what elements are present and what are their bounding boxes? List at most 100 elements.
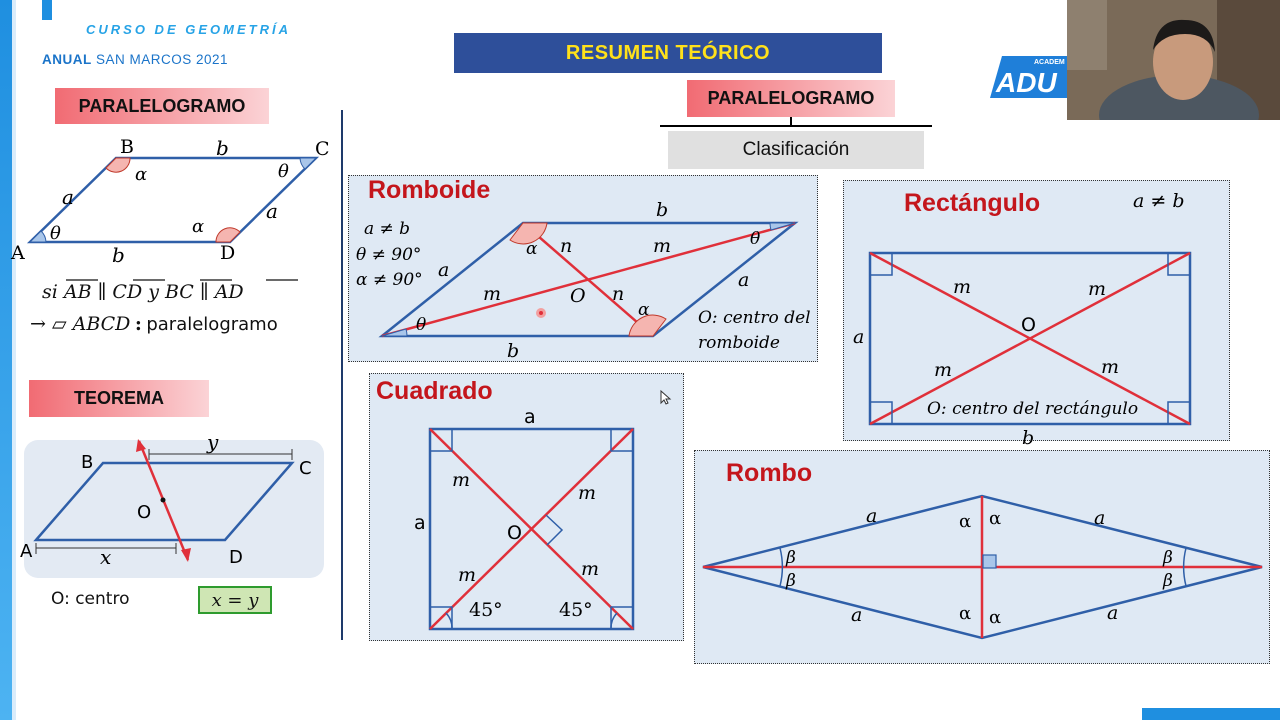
clasificacion-label: Clasificación — [668, 131, 924, 169]
tag-paralelogramo-tree: PARALELOGRAMO — [687, 80, 895, 117]
academy-logo: ACADEM ADU — [990, 56, 1080, 98]
tree-stem — [790, 117, 792, 127]
romboide-angle-a — [381, 328, 408, 337]
cuadrado-m-tr: m — [578, 482, 596, 504]
romboide-theta-c: θ — [750, 229, 760, 249]
cuadrado-right-bl — [430, 606, 453, 629]
teorema-vertex-d: D — [229, 547, 243, 568]
tag-teorema: TEOREMA — [29, 380, 209, 417]
tag-paralelogramo: PARALELOGRAMO — [55, 88, 269, 124]
teorema-center-o: O — [137, 502, 151, 523]
vertex-c: C — [315, 138, 330, 160]
page-title: RESUMEN TEÓRICO — [454, 33, 882, 73]
rectangulo-a: a — [853, 326, 864, 348]
rectangulo-diagram: a ≠ b a b m m m m O O: centro del rectán… — [853, 190, 1192, 449]
cuadrado-right-br — [610, 606, 633, 629]
center-point — [160, 497, 166, 503]
teorema-y: y — [206, 430, 219, 454]
rombo-angle-left — [779, 547, 784, 587]
cuadrado-center-right-angle — [545, 514, 564, 546]
romboide-title: Romboide — [368, 176, 491, 204]
rombo-alpha-br: α — [989, 607, 1001, 628]
cuadrado-title: Cuadrado — [376, 377, 493, 405]
rectangulo-m-br: m — [1101, 356, 1119, 378]
mouse-cursor-icon — [660, 389, 672, 405]
conclusion-arrow: → ▱ ABCD — [30, 313, 131, 335]
rectangulo-title: Rectángulo — [904, 189, 1041, 217]
rectangulo-b: b — [1022, 427, 1034, 449]
romboide-angle-b — [509, 222, 548, 245]
rombo-a-br: a — [1107, 602, 1118, 624]
rombo-diagram: a a a a α α α α β β β β — [702, 494, 1263, 640]
romboide-cond2: θ ≠ 90° — [356, 245, 421, 265]
webcam-video — [1067, 0, 1280, 120]
rombo-a-tl: a — [866, 505, 877, 527]
right-angle-br — [1167, 401, 1190, 424]
angle-mark-c — [299, 157, 318, 170]
cuadrado-o: O — [507, 522, 522, 544]
rombo-a-tr: a — [1094, 507, 1105, 529]
rombo-title: Rombo — [726, 459, 813, 487]
bottom-accent-bar — [1142, 708, 1280, 720]
cuadrado-m-bl: m — [458, 564, 476, 586]
webcam-hair — [1153, 19, 1215, 52]
romboide-alpha-b: α — [526, 239, 538, 259]
teorema-parallelogram — [33, 461, 295, 542]
romboide-n1: n — [560, 235, 572, 257]
rombo-alpha-bl: α — [959, 603, 971, 624]
rombo-a-bl: a — [851, 604, 862, 626]
rombo-beta-lb: β — [785, 571, 796, 591]
angle-theta-c: θ — [278, 161, 289, 182]
overline-marks — [66, 279, 298, 281]
cuadrado-angle-45-right — [610, 612, 618, 630]
rectangulo-m-tr: m — [1088, 278, 1106, 300]
parallelogram-conclusion: → ▱ ABCD : paralelogramo — [30, 313, 278, 335]
pointer-dot-core — [539, 311, 543, 315]
angle-mark-d — [215, 227, 241, 243]
side-b-bottom: b — [112, 243, 125, 267]
rectangulo-center: O: centro del rectángulo — [927, 399, 1138, 419]
romboide-cond1: a ≠ b — [364, 219, 410, 239]
romboide-n2: n — [612, 283, 624, 305]
rombo-alpha-tr: α — [989, 508, 1001, 529]
side-a-right: a — [266, 199, 278, 223]
cuadrado-a-left: a — [414, 512, 426, 534]
rombo-angle-right — [1182, 547, 1187, 587]
romboide-m2: m — [653, 235, 671, 257]
cuadrado-angle-45-left — [445, 612, 453, 630]
conclusion-word: paralelogramo — [146, 314, 278, 335]
course-title: CURSO DE GEOMETRÍA — [86, 22, 291, 37]
right-angle-tl — [870, 253, 893, 276]
left-accent-stripe — [0, 0, 12, 720]
romboide-angle-d — [628, 314, 667, 337]
romboide-o: O — [570, 285, 586, 307]
course-edition: ANUAL SAN MARCOS 2021 — [42, 52, 228, 67]
theorem-result: x = y — [198, 586, 272, 614]
cuadrado-diagram: a a m m m m O 45° 45° — [414, 406, 635, 631]
right-angle-bl — [870, 401, 893, 424]
romboide-theta-a: θ — [416, 315, 426, 335]
cuadrado-45-left: 45° — [469, 599, 503, 621]
cursor-arrow — [660, 389, 672, 405]
romboide-m1: m — [483, 283, 501, 305]
webcam-window — [1067, 0, 1107, 70]
rombo-alpha-tl: α — [959, 511, 971, 532]
angle-mark-a — [28, 230, 47, 243]
logo-big-text: ADU — [995, 67, 1057, 98]
webcam-face — [1153, 24, 1213, 100]
angle-theta-a: θ — [50, 223, 61, 244]
vertex-a: A — [10, 242, 25, 264]
cuadrado-m-tl: m — [452, 469, 470, 491]
cuadrado-m-br: m — [581, 558, 599, 580]
rectangulo-m-tl: m — [953, 276, 971, 298]
column-divider — [341, 110, 343, 640]
vertex-b: B — [120, 136, 134, 158]
edition-bold: ANUAL — [42, 52, 92, 67]
cuadrado-diagonal-2 — [429, 428, 634, 630]
romboide-center-line1: O: centro del — [698, 308, 811, 328]
center-legend: O: centro — [51, 589, 130, 609]
vertex-d: D — [220, 242, 235, 264]
teorema-panel — [24, 440, 324, 578]
cuadrado-right-tl — [430, 429, 453, 452]
conclusion-colon: : — [134, 313, 142, 335]
